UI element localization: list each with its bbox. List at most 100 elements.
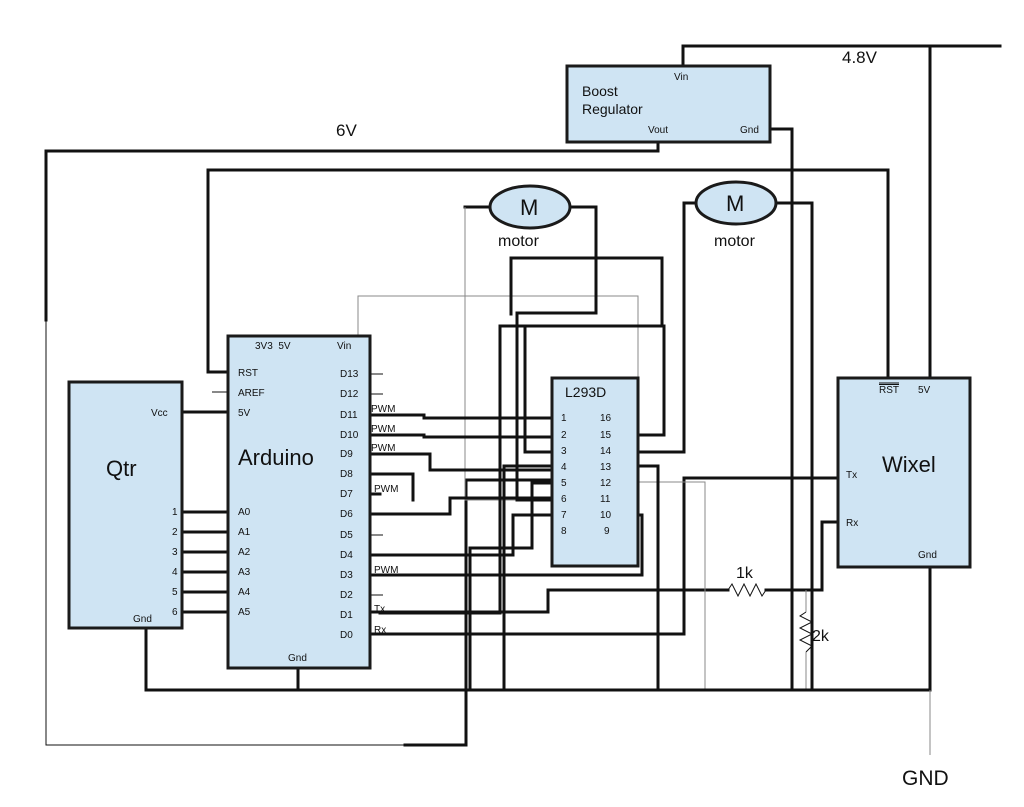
arduino-pin-d0: D0 [340,630,353,641]
boost-title-2: Regulator [582,101,643,117]
arduino-box [226,334,372,670]
qtr-pin-3: 3 [172,547,178,558]
resistor-1k-label: 1k [736,565,754,582]
d10-wire [368,433,560,439]
qtr-sensor: Qtr Vcc 1 2 3 4 5 6 Gnd [67,380,184,630]
arduino-rx-label: Rx [374,625,386,636]
l293d-pin-6: 6 [561,494,567,505]
wixel-rx-wire [764,520,840,592]
label-4v8: 4.8V [842,48,878,67]
arduino-pin-d3: D3 [340,570,353,581]
arduino-pin-rst: RST [238,368,258,379]
arduino-pwm-d3: PWM [374,565,398,576]
arduino-pwm-d10: PWM [371,424,395,435]
l293d-pin-2: 2 [561,430,567,441]
wixel-box [836,376,972,569]
qtr-pin-4: 4 [172,567,178,578]
wixel-title: Wixel [882,452,936,477]
l293d-pin-4: 4 [561,462,567,473]
l293d-3-wire [523,324,560,454]
arduino-pwm-d11: PWM [371,404,395,415]
arduino-pwm-d6: PWM [374,484,398,495]
arduino-pin-d7: D7 [340,489,353,500]
motor-2-label: motor [714,233,756,250]
arduino-tx-label: Tx [374,604,385,615]
qtr-vcc-pin: Vcc [151,408,168,419]
l293d-driver: L293D 1 2 3 4 5 6 7 8 16 15 14 13 12 11 … [550,376,640,568]
motor2-left-lead [612,201,699,454]
l293d-pin-9: 9 [604,526,610,537]
d11-wire [368,413,560,420]
arduino-pin-d8: D8 [340,469,353,480]
arduino-title: Arduino [238,445,314,470]
arduino-pin-a3: A3 [238,567,251,578]
l293d-pin-10: 10 [600,510,612,521]
arduino-pin-d4: D4 [340,550,353,561]
l293d-box [550,376,640,568]
arduino-vin-pin: Vin [337,341,351,352]
l293d-pin-14: 14 [600,446,612,457]
motor1-right-lead [515,205,598,502]
boost-regulator: Boost Regulator Vin Vout Gnd [565,64,772,144]
vin-wire [357,295,639,378]
arduino-pin-d9: D9 [340,449,353,460]
arduino-pin-d5: D5 [340,530,353,541]
ground-bus [144,626,932,692]
supply-4v8-wire [681,44,1002,68]
boost-gnd-pin: Gnd [740,125,759,136]
qtr-pin-2: 2 [172,527,178,538]
l293d-pin-7: 7 [561,510,567,521]
motor-2: M motor [694,180,778,250]
boost-vin-pin: Vin [674,72,688,83]
resistor-2k [798,611,814,653]
qtr-pin-6: 6 [172,607,178,618]
l293d-pin-5: 5 [561,478,567,489]
motor1-left-return [464,207,558,501]
boost-regulator-box [565,64,772,144]
qtr-gnd-pin: Gnd [133,614,152,625]
arduino-pin-d2: D2 [340,590,353,601]
qtr-box [67,380,184,630]
wixel-gnd-pin: Gnd [918,550,937,561]
d4-wire [368,513,560,557]
motor-1-symbol [488,184,572,230]
boost-vout-pin: Vout [648,125,668,136]
arduino-pin-a5: A5 [238,607,251,618]
wixel-rx-pin: Rx [846,518,858,529]
l293d-5-gnd-wire [468,481,560,692]
motor-2-m: M [726,191,744,216]
l293d-pin-15: 15 [600,430,612,441]
l293d-pin-1: 1 [561,413,567,424]
arduino-board: Arduino 3V3 5V Vin Gnd RST AREF 5V A0 A1… [226,334,398,670]
boost-title-1: Boost [582,83,618,99]
label-6v: 6V [336,121,357,140]
arduino-pin-d6: D6 [340,509,353,520]
l293d-12-thin-wire [614,481,706,690]
wixel-5v-pin: 5V [918,385,931,396]
arduino-gnd-pin: Gnd [288,653,307,664]
reset-wire [206,168,890,380]
arduino-pin-5v: 5V [238,408,251,419]
resistor-1k [727,582,767,598]
motor-1-m: M [520,195,538,220]
resistor-2k-label: 2k [812,628,830,645]
l293d-pin-8: 8 [561,526,567,537]
boost-gnd-wire [768,127,794,692]
arduino-pin-a2: A2 [238,547,251,558]
arduino-pin-aref: AREF [238,388,265,399]
l293d-pin-16: 16 [600,413,612,424]
l293d-pin-12: 12 [600,478,612,489]
label-gnd: GND [902,767,949,790]
motor-1-label: motor [498,233,540,250]
d8-wire [368,472,415,502]
arduino-pin-d1: D1 [340,610,353,621]
qtr-pin-5: 5 [172,587,178,598]
arduino-pin-d10: D10 [340,430,359,441]
d0-rx-wire [368,476,840,636]
arduino-pwm-d9: PWM [371,443,395,454]
arduino-pin-d11: D11 [340,410,358,421]
supply-6v-wire [44,140,660,322]
d9-wire [368,452,560,472]
arduino-pin-d13: D13 [340,369,359,380]
